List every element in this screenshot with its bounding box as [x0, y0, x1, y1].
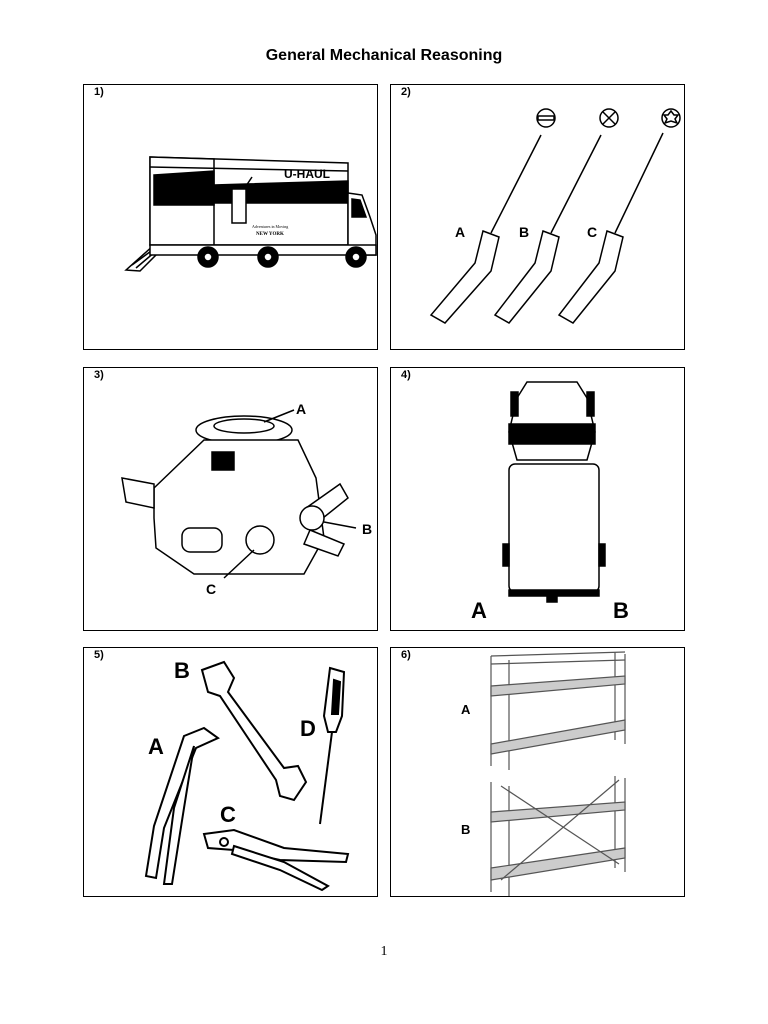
screwdriver-a-shaft: [490, 134, 542, 234]
hand-tools-illustration: B A C D: [144, 658, 350, 892]
page-number: 1: [380, 944, 388, 959]
label-a: A: [455, 224, 465, 240]
truck-top-view-illustration: A B: [471, 381, 629, 623]
screwdriver-c-handle: [557, 230, 624, 324]
screwdrivers-illustration: A B C: [429, 108, 681, 324]
cross-brace: [500, 779, 620, 881]
label-c: C: [206, 581, 216, 597]
truck-cab-top: [508, 381, 596, 461]
transmission: [121, 477, 155, 509]
shelf-b-top-tier: [490, 801, 626, 823]
label-d: D: [300, 716, 316, 741]
truck-caption-text: Adventures in Moving: [252, 224, 288, 229]
label-b: B: [174, 658, 190, 683]
moving-truck-illustration: U-HAUL Adventures in Moving NEW YORK: [124, 156, 377, 272]
label-b: B: [461, 822, 470, 837]
label-a: A: [296, 401, 306, 417]
cross-brace: [500, 785, 620, 865]
shelving-units-illustration: A B: [461, 651, 626, 896]
shelf-a-bottom-tier: [490, 719, 626, 755]
engine-illustration: A B C: [121, 401, 372, 597]
label-c: C: [220, 802, 236, 827]
shelf-a-top-tier: [490, 675, 626, 697]
alternator: [245, 525, 275, 555]
label-b: B: [519, 224, 529, 240]
screwdriver-b-handle: [493, 230, 560, 324]
screwdriver-shaft: [319, 731, 333, 825]
question-3-panel: 3) A B C: [83, 367, 378, 631]
engine-block: [153, 439, 325, 575]
truck-side-panel: [153, 170, 215, 206]
question-2-panel: 2) A B C: [390, 84, 685, 350]
water-pump-pliers: [144, 726, 220, 880]
slip-joint-pliers: [202, 828, 350, 864]
truck-trailer: [508, 463, 600, 593]
label-b: B: [613, 598, 629, 623]
question-5-number: 5): [94, 649, 104, 661]
truck-caption-text: NEW YORK: [256, 232, 284, 237]
shelf-b-bottom-tier: [490, 847, 626, 881]
question-1-number: 1): [94, 86, 104, 98]
statue-of-liberty-graphic: [231, 188, 247, 224]
question-6-number: 6): [401, 649, 411, 661]
side-mirror: [510, 391, 519, 417]
label-b: B: [362, 521, 372, 537]
question-4-panel: 4) A B: [390, 367, 685, 631]
label-c: C: [587, 224, 597, 240]
question-6-panel: 6) A B: [390, 647, 685, 897]
side-mirror: [586, 391, 595, 417]
page-title: General Mechanical Reasoning: [265, 47, 503, 64]
starter-motor: [181, 527, 223, 553]
question-5-panel: 5) B A C D: [83, 647, 378, 897]
screwdriver-a-handle: [429, 230, 500, 324]
label-a: A: [471, 598, 487, 623]
question-4-number: 4): [401, 369, 411, 381]
label-a: A: [148, 734, 164, 759]
question-3-number: 3): [94, 369, 104, 381]
label-a: A: [461, 702, 471, 717]
question-2-number: 2): [401, 86, 411, 98]
question-1-panel: 1) U-HAUL Adventur: [83, 84, 378, 350]
truck-logo-text: U-HAUL: [284, 167, 330, 181]
fan-hub: [299, 505, 325, 531]
combination-wrench: [200, 660, 308, 802]
